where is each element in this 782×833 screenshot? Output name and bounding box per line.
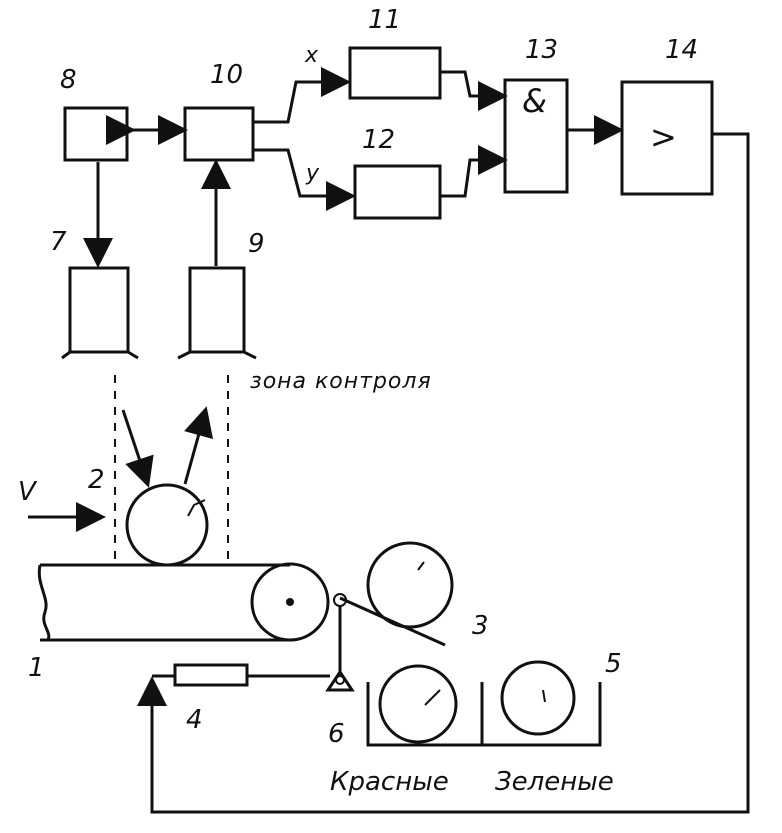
- block-10: [183, 106, 255, 162]
- comparator-symbol: >: [650, 118, 677, 156]
- object-2-stem: [187, 499, 206, 517]
- line-12-13: [440, 145, 508, 198]
- block-8: [63, 106, 129, 162]
- and-symbol: &: [522, 82, 547, 120]
- label-10: 10: [210, 60, 243, 90]
- label-5: 5: [605, 649, 622, 679]
- block-13-and-gate: [503, 78, 569, 194]
- label-6: 6: [328, 719, 345, 749]
- label-13: 13: [525, 35, 558, 65]
- conveyor-pulley: [250, 562, 330, 642]
- velocity-label: V: [18, 477, 38, 507]
- bin-label-red: Красные: [330, 767, 449, 797]
- flap-3: [339, 596, 446, 647]
- pulley-axle: [286, 598, 294, 606]
- label-1: 1: [28, 653, 45, 683]
- bins-5: [366, 682, 602, 747]
- line-x: [253, 67, 351, 124]
- bin-green-stem: [542, 689, 546, 703]
- label-11: 11: [368, 5, 401, 35]
- zone-label: зона контроля: [250, 369, 432, 394]
- signal-y: y: [305, 161, 320, 186]
- label-8: 8: [60, 65, 77, 95]
- label-12: 12: [362, 125, 395, 155]
- actuator-6: [325, 669, 355, 692]
- conveyor-1: [37, 563, 290, 642]
- signal-x: x: [304, 43, 319, 68]
- actuator-4: [173, 663, 249, 687]
- bin-red-stem: [424, 689, 441, 706]
- line-11-13: [440, 70, 508, 111]
- label-14: 14: [665, 35, 698, 65]
- block-7: [61, 266, 139, 360]
- label-7: 7: [50, 227, 67, 257]
- ray-incident: [121, 409, 154, 488]
- label-3: 3: [472, 611, 489, 641]
- line-y: [253, 148, 356, 211]
- bin-green-object: [500, 660, 576, 736]
- bin-red-object: [378, 664, 458, 744]
- label-9: 9: [248, 229, 265, 259]
- object-2-fruit: [125, 483, 209, 567]
- label-2: 2: [88, 465, 105, 495]
- bin-label-green: Зеленые: [495, 767, 614, 797]
- falling-object-stem: [417, 561, 425, 571]
- block-12: [353, 164, 442, 220]
- actuator-6-pivot: [335, 675, 345, 685]
- block-11: [348, 46, 442, 100]
- label-4: 4: [186, 705, 203, 735]
- block-9: [177, 266, 257, 360]
- feedback-line: [137, 132, 750, 814]
- ray-reflected: [183, 406, 214, 485]
- falling-object: [366, 541, 454, 629]
